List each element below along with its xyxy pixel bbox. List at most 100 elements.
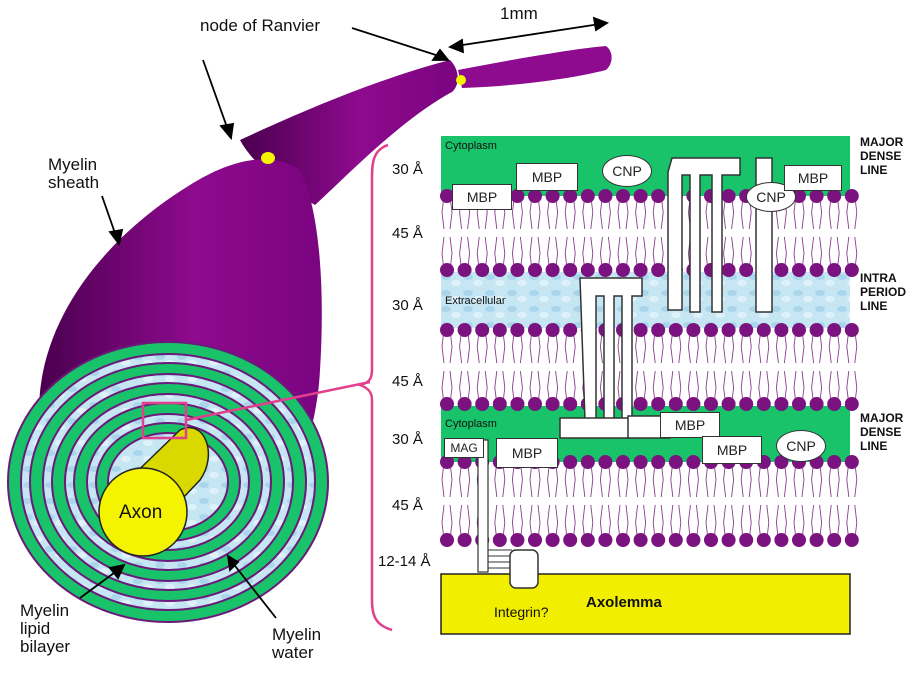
lipid-head [810, 189, 824, 203]
lipid-head [686, 455, 700, 469]
lipid-head [651, 455, 665, 469]
scale-label: 1mm [500, 5, 538, 23]
myelin-sheath-label: Myelin sheath [48, 156, 99, 192]
lipid-head [827, 323, 841, 337]
lipid-head [651, 533, 665, 547]
lipid-head [475, 263, 489, 277]
extracellular-label: Extracellular [445, 296, 506, 308]
distance-label: 45 Å [392, 226, 423, 242]
lipid-head [510, 397, 524, 411]
lipid-head [651, 323, 665, 337]
lipid-head [810, 263, 824, 277]
axon-label: Axon [119, 503, 162, 523]
lipid-head [616, 263, 630, 277]
lipid-head [722, 263, 736, 277]
lipid-head [792, 397, 806, 411]
lipid-head [845, 323, 859, 337]
lipid-head [493, 533, 507, 547]
major-dense-line-bottom: MAJOR DENSE LINE [860, 412, 903, 453]
lipid-head [845, 533, 859, 547]
lipid-head [440, 263, 454, 277]
lipid-head [440, 397, 454, 411]
lipid-head [563, 533, 577, 547]
myelin-water-label: Myelin water [272, 626, 321, 662]
lipid-head [810, 533, 824, 547]
lipid-head [510, 533, 524, 547]
mbp-protein: MBP [496, 438, 558, 468]
lipid-head [528, 323, 542, 337]
lipid-head [546, 397, 560, 411]
lipid-head [563, 263, 577, 277]
lipid-head [528, 263, 542, 277]
lipid-head [458, 263, 472, 277]
lipid-head [757, 323, 771, 337]
lipid-head [563, 189, 577, 203]
lipid-head [634, 189, 648, 203]
lipid-head [634, 455, 648, 469]
lipid-head [845, 263, 859, 277]
lipid-head [810, 323, 824, 337]
lipid-head [546, 263, 560, 277]
lipid-head [792, 263, 806, 277]
lipid-head [546, 189, 560, 203]
cnp-protein: CNP [602, 155, 652, 187]
lipid-bilayers [440, 189, 859, 547]
lipid-head [528, 533, 542, 547]
lipid-head [616, 533, 630, 547]
node-marker-lower [261, 152, 275, 164]
lipid-head [616, 189, 630, 203]
mbp-protein: MBP [516, 163, 578, 191]
lipid-head [722, 397, 736, 411]
lipid-head [634, 263, 648, 277]
lipid-head [634, 397, 648, 411]
lipid-head [493, 323, 507, 337]
intra-period-line: INTRA PERIOD LINE [860, 272, 906, 313]
lipid-head [616, 455, 630, 469]
lipid-head [845, 455, 859, 469]
lipid-head [510, 189, 524, 203]
lipid-head [651, 189, 665, 203]
mag-stalk [478, 440, 488, 572]
lipid-head [739, 397, 753, 411]
mbp-protein: MBP [784, 165, 842, 191]
lipid-head [704, 533, 718, 547]
lipid-head [581, 189, 595, 203]
lipid-head [546, 533, 560, 547]
lipid-head [669, 533, 683, 547]
lipid-head [581, 455, 595, 469]
lipid-head [774, 397, 788, 411]
lipid-head [686, 323, 700, 337]
lipid-head [651, 397, 665, 411]
lipid-head [686, 533, 700, 547]
lipid-head [827, 189, 841, 203]
lipid-head [669, 323, 683, 337]
lipid-head [581, 263, 595, 277]
lipid-head [827, 397, 841, 411]
lipid-head [792, 533, 806, 547]
cnp-protein: CNP [776, 430, 826, 462]
lipid-head [598, 533, 612, 547]
cytoplasm-top-label: Cytoplasm [445, 141, 497, 153]
lipid-head [581, 533, 595, 547]
lipid-head [510, 323, 524, 337]
lipid-head [440, 323, 454, 337]
lipid-head [739, 263, 753, 277]
lipid-head [722, 533, 736, 547]
lipid-head [563, 397, 577, 411]
myelin-lipid-bilayer-label: Myelin lipid bilayer [20, 602, 70, 656]
lipid-head [827, 455, 841, 469]
distal-myelin-segment [458, 46, 612, 88]
lipid-head [669, 397, 683, 411]
lipid-head [757, 533, 771, 547]
mbp-protein: MBP [660, 412, 720, 438]
lipid-head [739, 533, 753, 547]
lipid-head [493, 397, 507, 411]
mag-lines [488, 550, 512, 568]
lipid-head [704, 323, 718, 337]
distance-label: 30 Å [392, 298, 423, 314]
lipid-head [475, 323, 489, 337]
axolemma-label: Axolemma [586, 595, 662, 611]
lipid-head [546, 323, 560, 337]
lipid-head [458, 323, 472, 337]
cytoplasm-bottom-label: Cytoplasm [445, 419, 497, 431]
